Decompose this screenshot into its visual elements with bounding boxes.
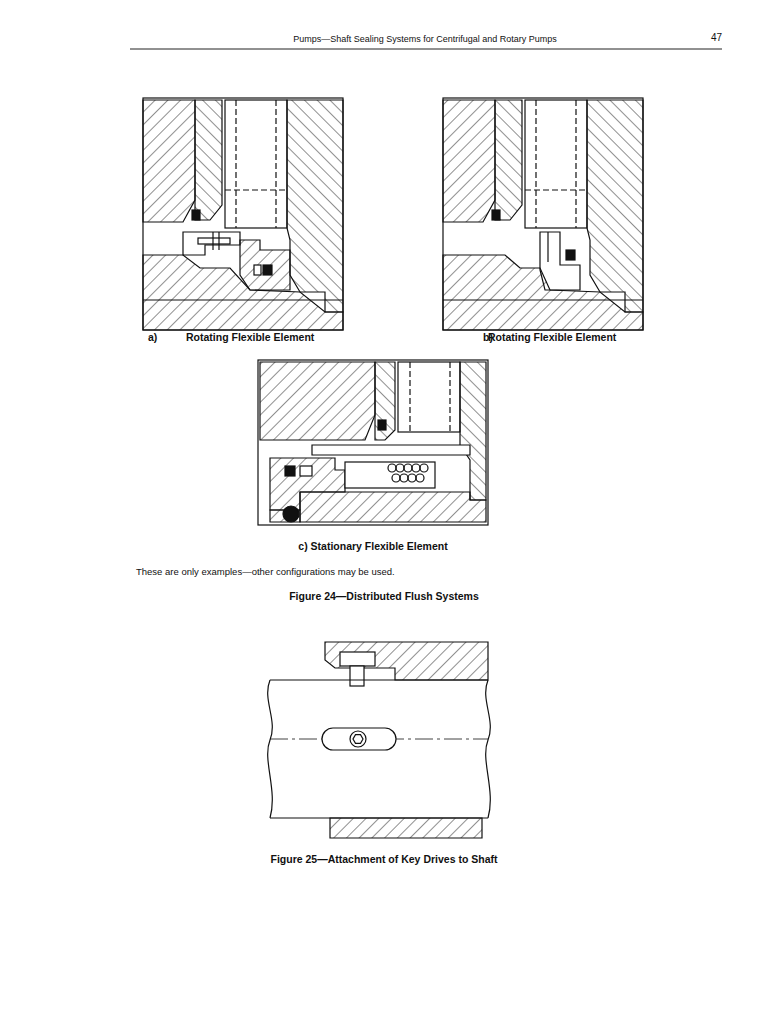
key-drive-drawing: [268, 642, 491, 838]
seal-drawing-b: [443, 98, 643, 330]
seal-drawing-a: [143, 98, 343, 330]
figure-caption: Figure 25—Attachment of Key Drives to Sh…: [271, 853, 498, 866]
subfigure-caption: c) Stationary Flexible Element: [298, 540, 447, 553]
subfigure-caption: Rotating Flexible Element: [186, 331, 314, 344]
figure-caption: Figure 24—Distributed Flush Systems: [289, 590, 479, 603]
subfigure-letter: a): [148, 331, 157, 344]
subfigure-caption: Rotating Flexible Element: [488, 331, 616, 344]
page-number: 47: [711, 32, 722, 44]
running-header: Pumps—Shaft Sealing Systems for Centrifu…: [293, 34, 557, 45]
seal-drawing-c: [258, 360, 488, 525]
figure-note: These are only examples—other configurat…: [136, 566, 395, 577]
header-rule: [130, 49, 722, 50]
